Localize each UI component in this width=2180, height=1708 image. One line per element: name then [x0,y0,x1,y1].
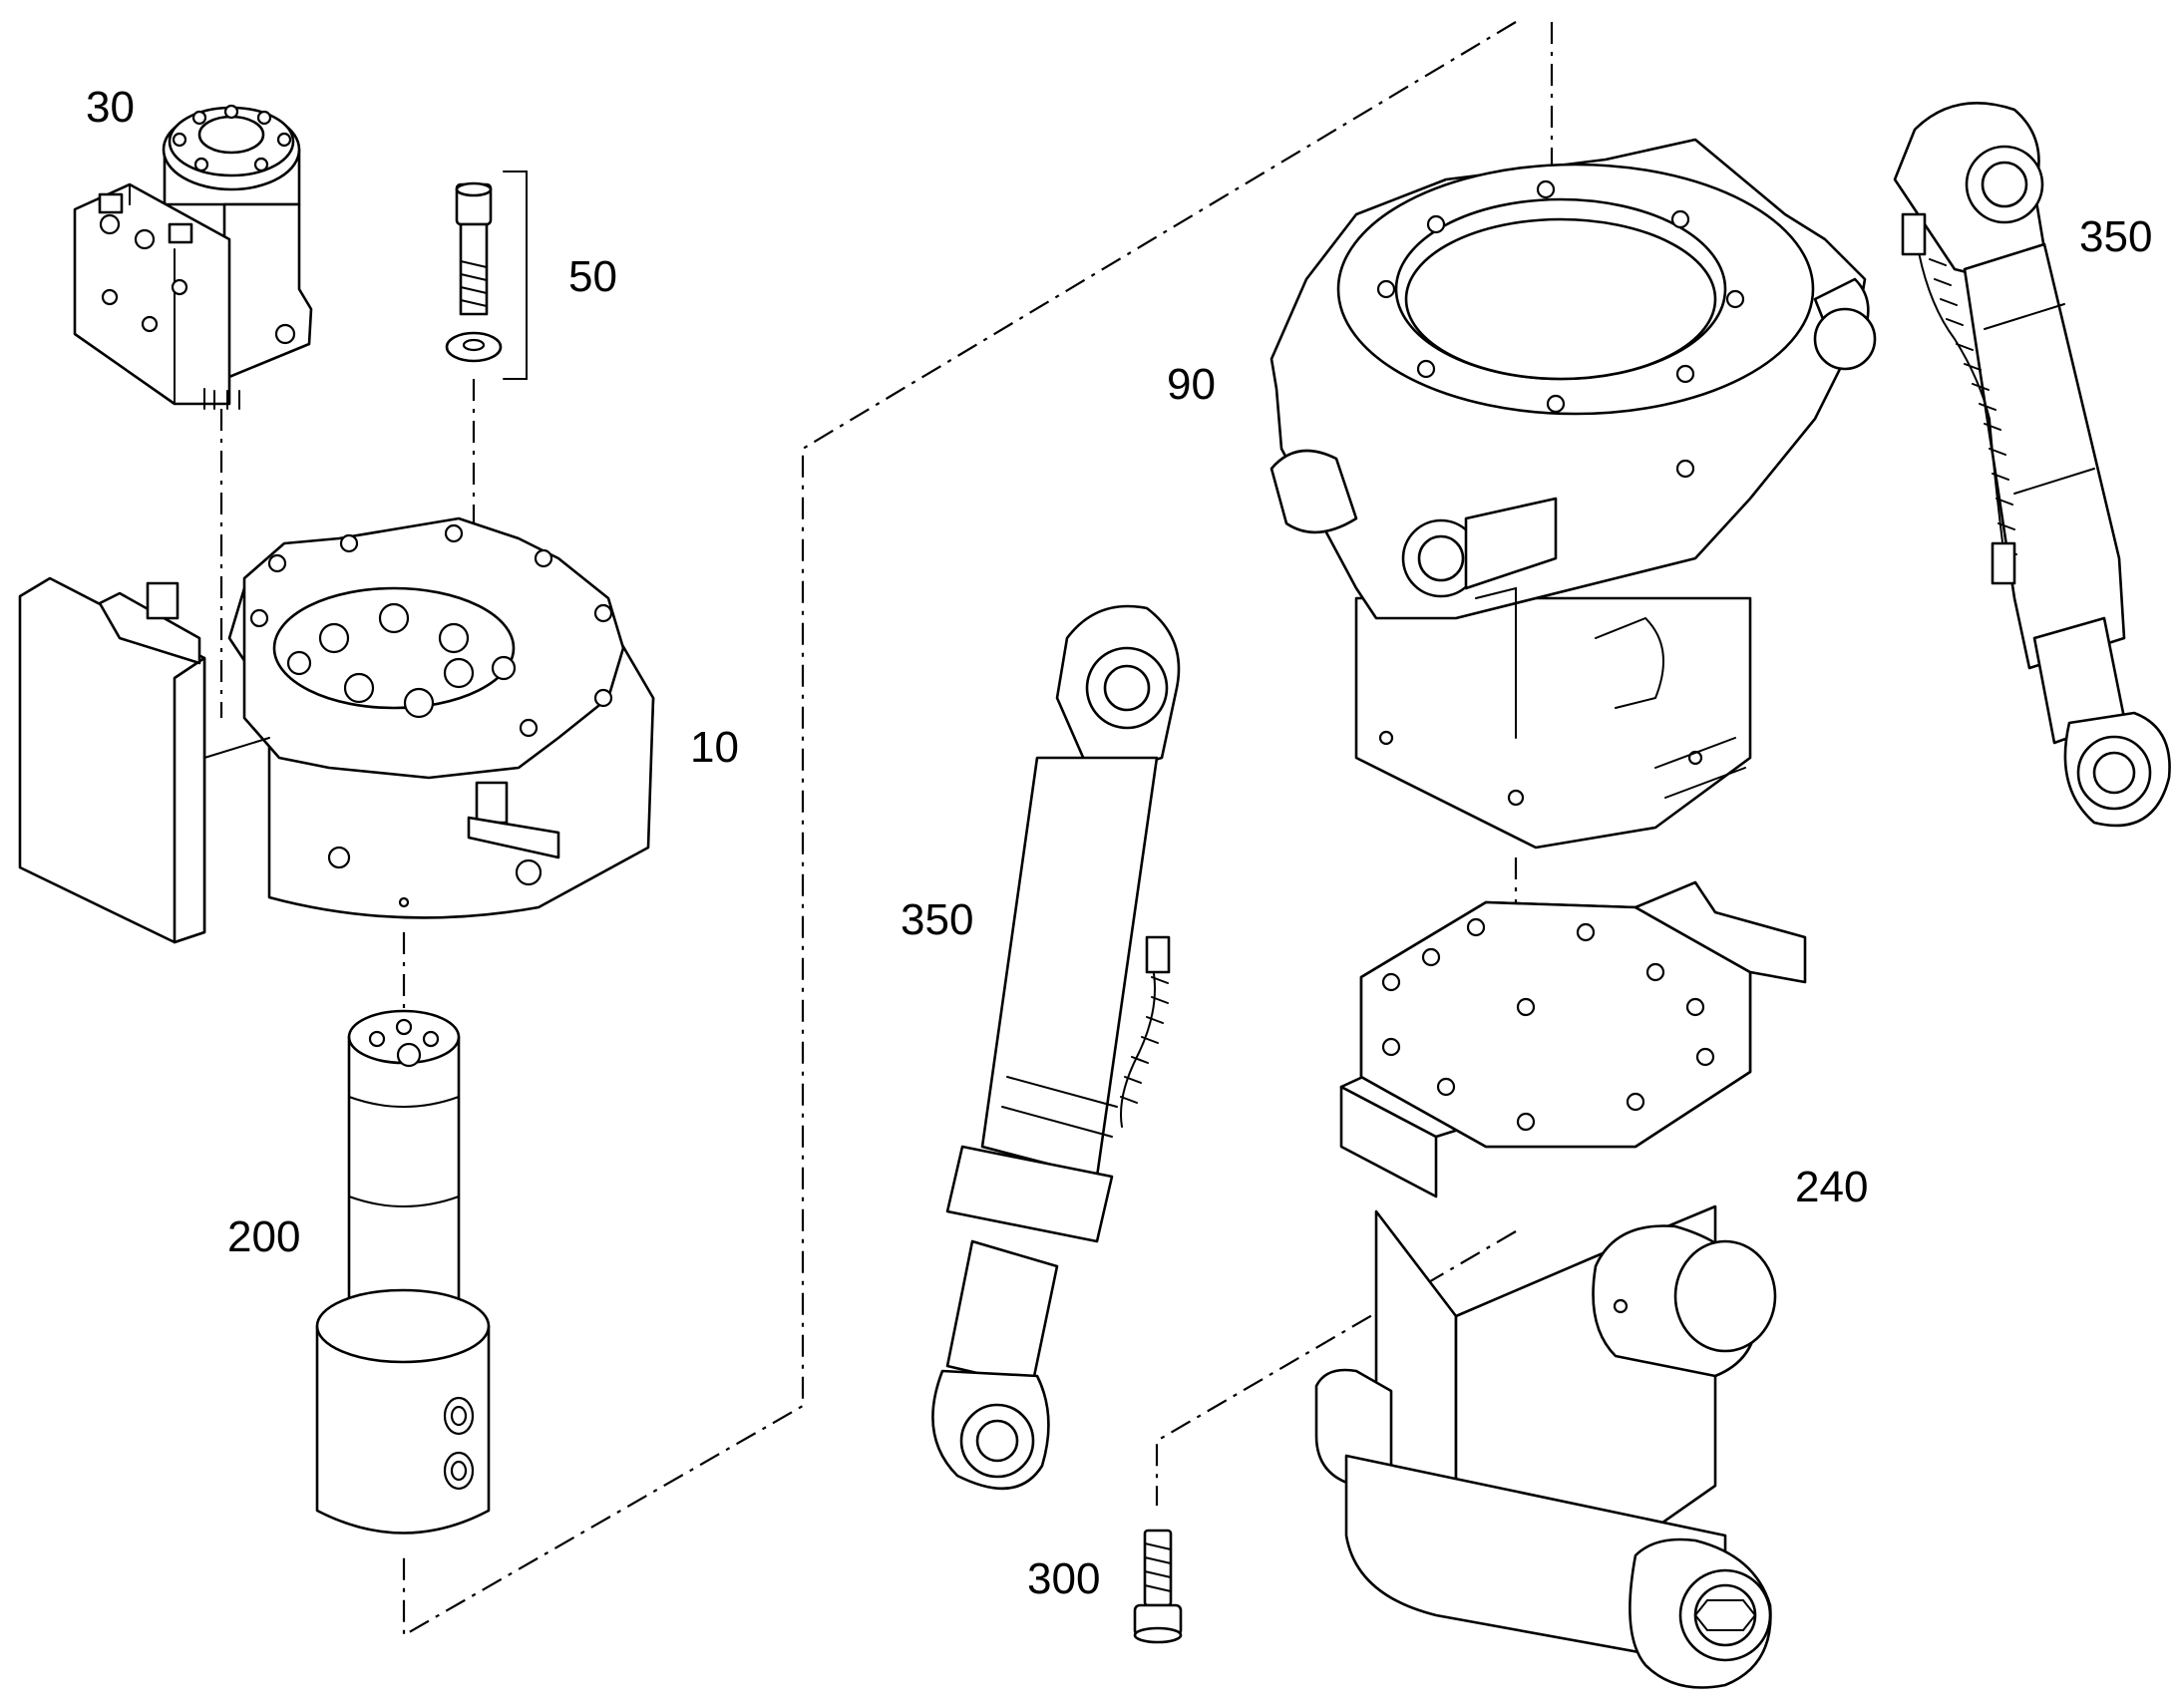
callout-30: 30 [86,83,135,132]
part-200-rotary-joint [315,1009,491,1535]
part-10-rotator-housing [18,516,655,944]
callout-300: 300 [1027,1554,1100,1603]
part-90-bearing-housing [1270,138,1877,850]
part-30-hydraulic-motor [73,104,313,410]
axis-main-frame [402,21,1517,1637]
callout-90: 90 [1167,360,1216,409]
callout-240: 240 [1795,1163,1868,1211]
part-50-screw-washer [445,171,528,380]
part-350-tilt-cylinder-left [931,604,1181,1491]
callout-bracket-50 [503,171,528,380]
callout-10: 10 [690,723,739,772]
callout-350-right: 350 [2079,212,2152,261]
callout-350-left: 350 [901,895,973,944]
part-240-rotor-head [1314,880,1807,1689]
callout-200: 200 [227,1212,300,1261]
callout-labels: 30 50 90 350 10 350 200 240 300 [86,83,2152,1603]
part-300-screw [1133,1529,1183,1644]
part-350-tilt-cylinder-right [1893,102,2171,828]
callout-50: 50 [568,252,617,301]
